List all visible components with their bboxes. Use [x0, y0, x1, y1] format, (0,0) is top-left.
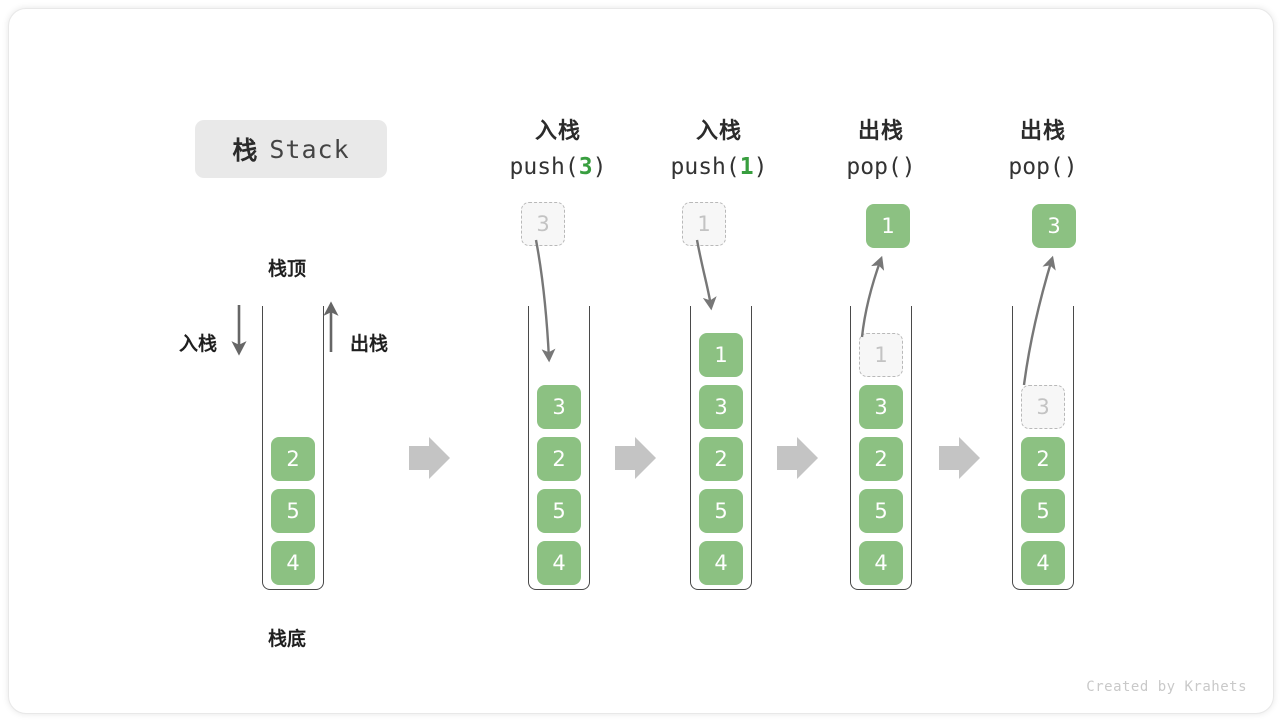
stack-cells: 4 5 2 3 1	[699, 325, 743, 585]
stack-cell: 3	[859, 385, 903, 429]
call-prefix: pop(	[1008, 154, 1064, 180]
stack-cell-ghost: 3	[1021, 385, 1065, 429]
float-box-pop-1: 1	[866, 204, 910, 248]
push-curve-1	[695, 239, 717, 311]
stack-cell: 4	[859, 541, 903, 585]
call-suffix: )	[1063, 154, 1078, 180]
stack-cell: 3	[537, 385, 581, 429]
call-arg: 3	[578, 154, 593, 180]
stack-cell: 5	[271, 489, 315, 533]
diagram-canvas: 栈 Stack 栈顶 栈底 入栈 出栈 入栈 push(3) 入栈 push(1…	[8, 8, 1274, 714]
stack-cell: 3	[699, 385, 743, 429]
stack-cell: 4	[1021, 541, 1065, 585]
title-cn: 栈	[232, 136, 259, 165]
call-prefix: push(	[509, 154, 579, 180]
call-prefix: push(	[670, 154, 740, 180]
title-en: Stack	[269, 134, 350, 164]
stack-cell: 4	[271, 541, 315, 585]
label-push-side: 入栈	[179, 333, 218, 355]
stack-after-push-3: 4 5 2 3	[528, 306, 590, 590]
stack-cell: 4	[699, 541, 743, 585]
stack-cells: 4 5 2 3	[537, 377, 581, 585]
label-stack-top: 栈顶	[268, 258, 307, 280]
float-box-value: 3	[536, 212, 550, 236]
stage-op-label: 出栈	[1019, 119, 1066, 144]
stack-cell: 2	[271, 437, 315, 481]
transition-arrow-1	[409, 437, 450, 479]
transition-arrow-2	[615, 437, 656, 479]
stage-op-label: 出栈	[857, 119, 904, 144]
stack-cell: 5	[1021, 489, 1065, 533]
float-box-value: 1	[881, 214, 895, 238]
call-arg: 1	[739, 154, 754, 180]
stack-cell: 2	[537, 437, 581, 481]
stack-cell: 4	[537, 541, 581, 585]
call-prefix: pop(	[846, 154, 902, 180]
stack-cell-ghost: 1	[859, 333, 903, 377]
transition-arrow-4	[939, 437, 980, 479]
stage-header-push-3: 入栈 push(3)	[473, 115, 643, 185]
label-stack-bottom: 栈底	[268, 628, 307, 650]
stack-cell: 2	[859, 437, 903, 481]
stage-call-label: push(3)	[473, 149, 643, 185]
footer-credit: Created by Krahets	[1086, 679, 1247, 695]
float-box-value: 3	[1047, 214, 1061, 238]
stack-cells: 4 5 2 3	[1021, 377, 1065, 585]
stack-before-pop-3: 4 5 2 3	[1012, 306, 1074, 590]
stack-cell: 5	[859, 489, 903, 533]
label-pop-side: 出栈	[350, 333, 389, 355]
call-suffix: )	[753, 154, 768, 180]
float-box-pop-3: 3	[1032, 204, 1076, 248]
stage-call-label: pop()	[796, 149, 966, 185]
float-box-value: 1	[697, 212, 711, 236]
stage-header-pop-3: 出栈 pop()	[958, 115, 1128, 185]
stage-op-label: 入栈	[695, 119, 742, 144]
stack-cell: 5	[699, 489, 743, 533]
float-box-push-1: 1	[682, 202, 726, 246]
stage-call-label: push(1)	[634, 149, 804, 185]
stage-header-pop-1: 出栈 pop()	[796, 115, 966, 185]
stack-before-pop-1: 4 5 2 3 1	[850, 306, 912, 590]
stack-cell: 1	[699, 333, 743, 377]
call-suffix: )	[592, 154, 607, 180]
stage-op-label: 入栈	[534, 119, 581, 144]
stack-cell: 2	[699, 437, 743, 481]
float-box-push-3: 3	[521, 202, 565, 246]
stage-header-push-1: 入栈 push(1)	[634, 115, 804, 185]
stack-cells: 4 5 2	[271, 429, 315, 585]
diagram-title: 栈 Stack	[195, 120, 387, 178]
stack-after-push-1: 4 5 2 3 1	[690, 306, 752, 590]
stack-initial: 4 5 2	[262, 306, 324, 590]
stack-cell: 5	[537, 489, 581, 533]
transition-arrow-3	[777, 437, 818, 479]
stack-cells: 4 5 2 3 1	[859, 325, 903, 585]
call-suffix: )	[901, 154, 916, 180]
stack-cell: 2	[1021, 437, 1065, 481]
stage-call-label: pop()	[958, 149, 1128, 185]
